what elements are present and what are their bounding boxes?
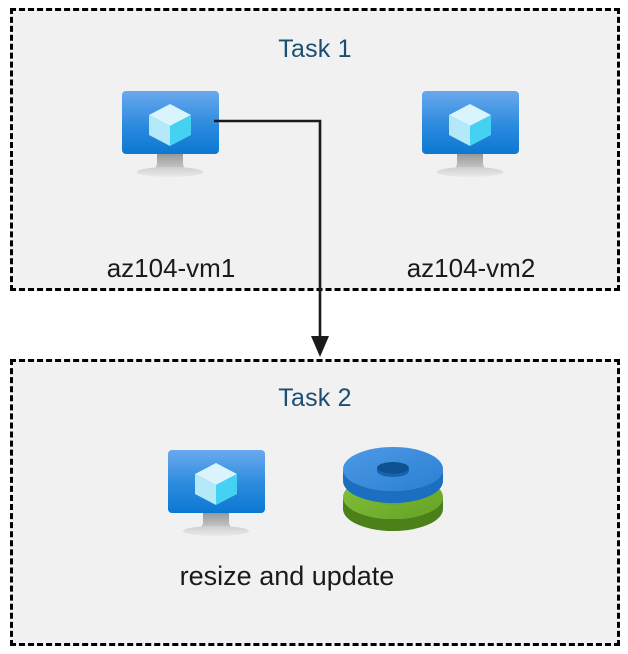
virtual-machine-icon bbox=[413, 89, 529, 177]
managed-disks-icon bbox=[338, 447, 453, 532]
virtual-machine-icon bbox=[159, 448, 275, 536]
task-2-container: Task 2 bbox=[10, 359, 620, 646]
task-1-container: Task 1 bbox=[10, 8, 620, 385]
virtual-machine-icon bbox=[113, 89, 229, 177]
task-2-title: Task 2 bbox=[278, 384, 352, 412]
vm2-label-line1: az104-vm2 bbox=[406, 253, 536, 283]
down-arrow-icon bbox=[311, 336, 329, 357]
task-2-caption: resize and update bbox=[179, 561, 395, 591]
vm1-label-line1: az104-vm1 bbox=[106, 253, 236, 283]
task-1-title: Task 1 bbox=[278, 35, 352, 63]
